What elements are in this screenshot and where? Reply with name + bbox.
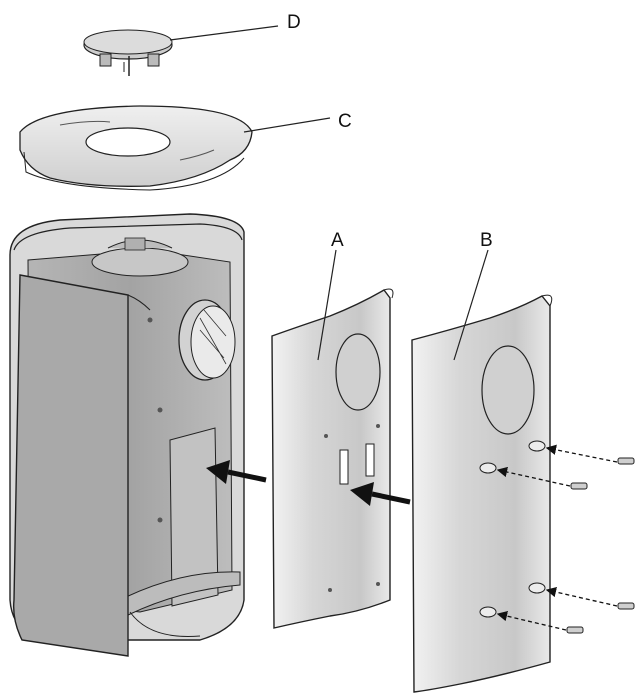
callout-label-c: C	[338, 111, 352, 132]
screw-2	[496, 466, 588, 490]
screw-4	[496, 611, 584, 634]
leader-line-d	[169, 25, 279, 41]
top-plate-part-c	[19, 105, 253, 191]
insert-arrow-panel-a	[350, 482, 411, 506]
insert-arrow-housing	[206, 460, 267, 484]
screw-1	[545, 444, 635, 465]
callout-label-d: D	[287, 12, 301, 33]
screw-3	[545, 586, 635, 610]
inner-panel-part-a	[271, 288, 394, 629]
leader-line-c	[243, 117, 331, 133]
housing-body	[9, 213, 245, 657]
leader-line-a	[317, 249, 337, 361]
callout-label-b: B	[480, 230, 493, 251]
callout-label-a: A	[331, 230, 344, 251]
leader-line-b	[453, 249, 489, 361]
outer-panel-part-b	[411, 294, 553, 693]
cap-part-d	[83, 29, 173, 76]
